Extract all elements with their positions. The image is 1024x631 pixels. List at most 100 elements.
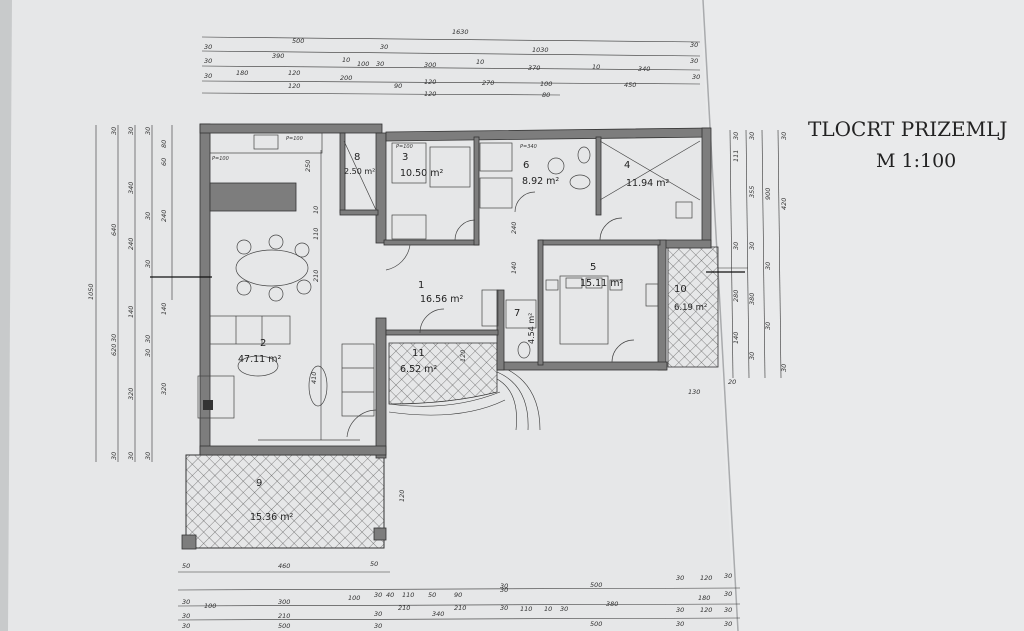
room-9-number: 9 <box>256 478 262 489</box>
room-2-area: 47.11 m² <box>238 354 281 365</box>
dim-bottom: 30 <box>676 620 684 628</box>
dim-bottom: 210 <box>398 604 410 612</box>
dim-bottom: 30 <box>724 590 732 598</box>
dim-bottom: 30 <box>500 586 508 594</box>
dim-bottom: 210 <box>454 604 466 612</box>
room-labels: 1 16.56 m² 2 47.11 m² 3 10.50 m² 4 11.94… <box>238 152 707 523</box>
dim-top-5: 80 <box>542 91 550 99</box>
dim-left: 340 <box>127 182 135 194</box>
room-4-area: 11.94 m² <box>626 178 669 189</box>
dim-top-3: 30 <box>690 57 698 65</box>
dim-top-4: 90 <box>394 82 402 90</box>
dim-left: 30 <box>144 452 152 460</box>
dim-left: 240 <box>127 238 135 250</box>
room-8-area: 2.50 m² <box>344 167 375 176</box>
dim-bottom: 90 <box>454 591 462 599</box>
dim-bottom: 110 <box>402 591 414 599</box>
dim-top-3: 10 <box>476 58 484 66</box>
dim-bottom: 30 <box>182 598 190 606</box>
room-11-number: 11 <box>412 348 425 359</box>
p-label: P=100 <box>286 136 303 142</box>
drawing-title: TLOCRT PRIZEMLJ <box>808 117 1007 141</box>
dim-bottom: 500 <box>590 581 602 589</box>
dim-top-4: 30 <box>692 73 700 81</box>
dim-top-4: 100 <box>540 80 552 88</box>
dim-right: 111 <box>732 150 740 162</box>
dim-bottom: 100 <box>204 602 216 610</box>
dim-inner: 140 <box>510 262 518 274</box>
dim-left: 60 <box>160 158 168 166</box>
dim-right: 140 <box>732 332 740 344</box>
dim-left: 320 <box>160 383 168 395</box>
dim-bottom: 300 <box>278 598 290 606</box>
room-8-number: 8 <box>354 152 360 163</box>
bottom-dimensions: 50 460 50 30 500 30 120 30 30 100 300 10… <box>177 560 741 630</box>
dim-bottom: 120 <box>700 606 712 614</box>
room-5-number: 5 <box>590 262 596 273</box>
room-10-number: 10 <box>674 284 687 295</box>
dim-left: 30 <box>110 452 118 460</box>
dim-bottom: 30 <box>182 622 190 630</box>
dim-bottom: 30 <box>676 574 684 582</box>
p-label: P=340 <box>520 144 537 150</box>
dim-bottom: 30 <box>374 610 382 618</box>
dim-bottom: 110 <box>520 605 532 613</box>
room-9-area: 15.36 m² <box>250 512 293 523</box>
room-5-area: 15.11 m² <box>580 278 623 289</box>
dim-bottom: 30 <box>724 572 732 580</box>
dim-left: 140 <box>160 303 168 315</box>
dim-top-2: 30 <box>380 43 388 51</box>
room-7-number: 7 <box>514 308 520 319</box>
p-label: P=100 <box>396 144 413 150</box>
dim-right: 900 <box>764 188 772 200</box>
dim-right: 30 <box>748 242 756 250</box>
dim-left: 620 <box>110 344 118 356</box>
dim-left: 30 <box>144 127 152 135</box>
dim-right: 30 <box>748 132 756 140</box>
dim-bottom: 380 <box>606 600 618 608</box>
dim-inner: 250 <box>304 160 312 172</box>
dim-bottom: 50 <box>370 560 378 568</box>
dim-bottom: 30 <box>374 622 382 630</box>
room-4-number: 4 <box>624 160 630 171</box>
p-label: P=100 <box>212 156 229 162</box>
dim-left: 640 <box>110 224 118 236</box>
dim-top-4: 180 <box>236 69 248 77</box>
dim-bottom: 180 <box>698 594 710 602</box>
dim-left: 30 <box>110 334 118 342</box>
dim-bottom: 30 <box>500 604 508 612</box>
room-6-number: 6 <box>523 160 529 171</box>
dim-left: 30 <box>144 335 152 343</box>
walls <box>181 123 712 550</box>
dim-right: 280 <box>732 290 740 302</box>
dim-bottom: 40 <box>386 591 394 599</box>
dim-right: 30 <box>764 262 772 270</box>
top-dimensions: 1630 30 500 30 1030 30 30 390 10 100 30 … <box>201 28 700 99</box>
dim-inner: 120 <box>398 490 406 502</box>
dim-inner: 120 <box>459 350 467 362</box>
dim-bottom: 50 <box>428 591 436 599</box>
dim-bottom: 30 <box>676 606 684 614</box>
dim-top-4: 120 <box>424 78 436 86</box>
dim-right: 355 <box>748 186 756 198</box>
left-dimensions: 1050 30 640 30 620 30 30 340 240 140 320… <box>87 125 173 462</box>
dim-bottom: 500 <box>278 622 290 630</box>
dim-left: 320 <box>127 388 135 400</box>
dim-left-outer: 1050 <box>87 283 95 300</box>
dim-top-5: 120 <box>424 90 436 98</box>
dim-inner: 240 <box>510 222 518 234</box>
room-1-number: 1 <box>418 280 424 291</box>
dim-bottom: 500 <box>590 620 602 628</box>
room-10-area: 6.19 m² <box>674 303 707 313</box>
dim-right: 30 <box>732 132 740 140</box>
dim-top-4: 450 <box>624 81 636 89</box>
furniture <box>150 132 745 441</box>
terrace-10-hatch <box>667 246 719 368</box>
dim-left: 30 <box>110 127 118 135</box>
dim-bottom: 30 <box>182 612 190 620</box>
dim-right: 30 <box>748 352 756 360</box>
room-3-area: 10.50 m² <box>400 168 443 179</box>
dim-right-bottom: 130 <box>688 388 700 396</box>
dim-top-3: 30 <box>204 57 212 65</box>
